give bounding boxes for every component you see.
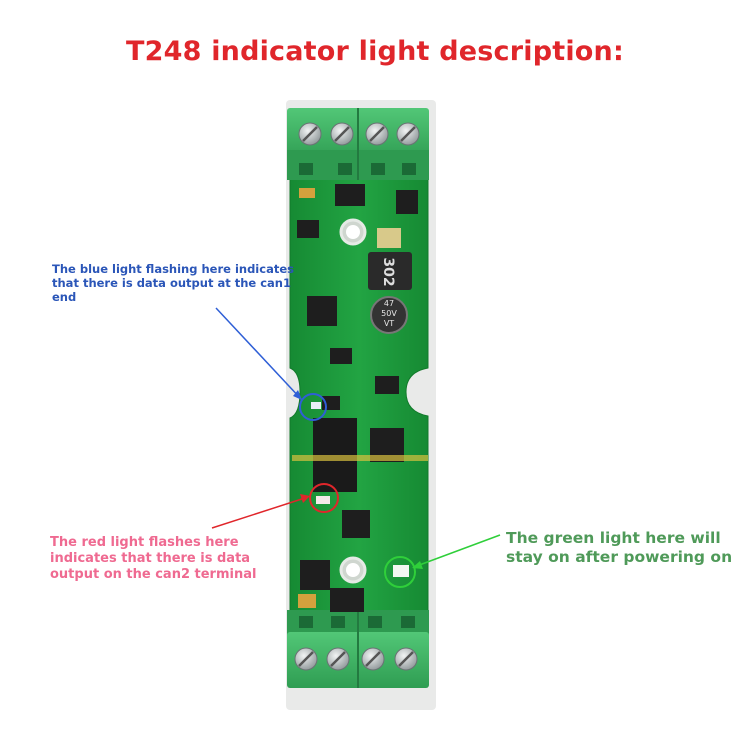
blue-led [311, 402, 321, 409]
capacitor-label: 50V [381, 309, 397, 318]
red-light-note: The red light flashes here indicates tha… [50, 535, 257, 582]
green-light-note: The green light here will stay on after … [506, 529, 733, 566]
red-led [316, 496, 330, 504]
page-title: T248 indicator light description: [126, 36, 624, 67]
screw-icon [294, 647, 418, 671]
inductor-label: 302 [380, 257, 396, 286]
top-terminal-block [287, 108, 429, 180]
green-led [393, 565, 409, 577]
red-highlight-circle [309, 483, 339, 513]
red-arrow [211, 494, 310, 529]
blue-highlight-circle [299, 393, 327, 421]
green-arrow [412, 534, 501, 569]
capacitor-label: VT [384, 319, 394, 328]
green-highlight-circle [384, 556, 416, 588]
blue-arrow [215, 307, 303, 401]
bottom-terminal-block [287, 610, 429, 688]
capacitor-label: 47 [384, 299, 394, 308]
blue-light-note: The blue light flashing here indicates t… [52, 262, 294, 305]
screw-icon [298, 122, 420, 146]
